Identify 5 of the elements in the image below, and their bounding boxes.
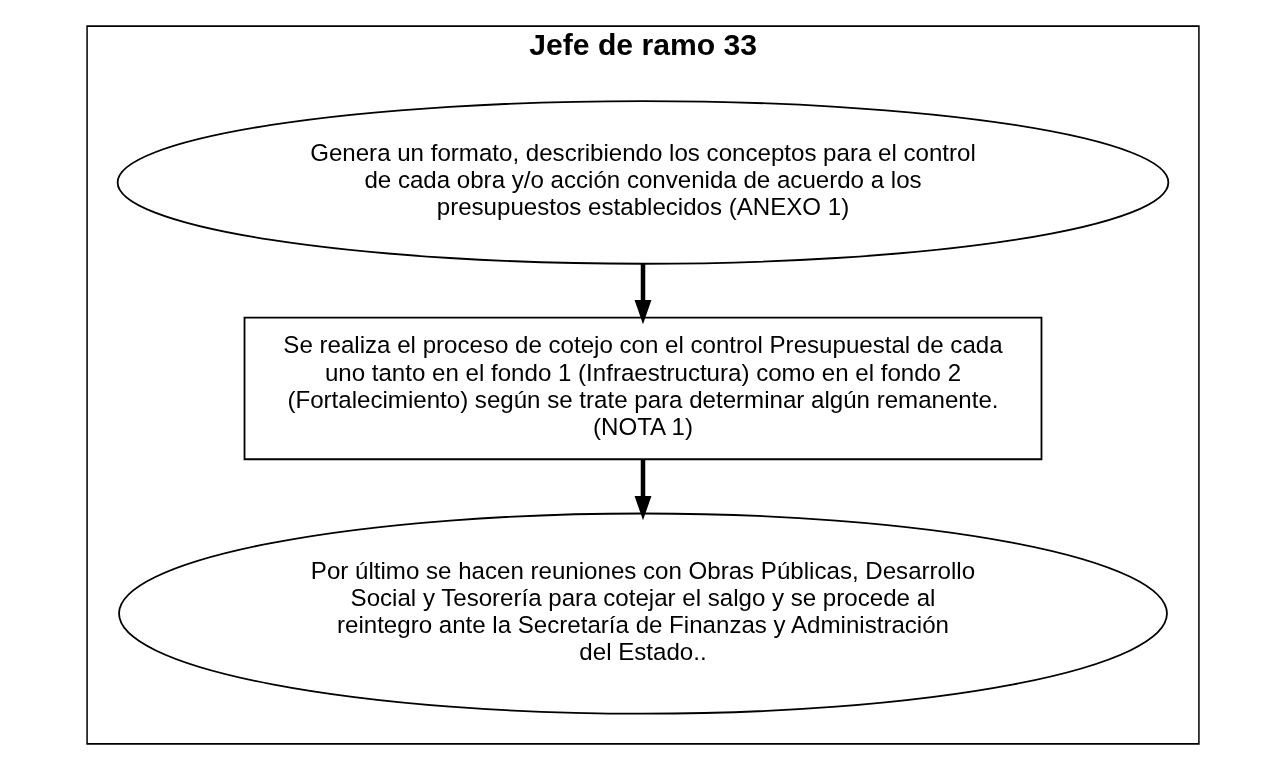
node-box: Se realiza el proceso de cotejo con el control Presupuestal de cada uno tanto en el fondo 1 (Infraestructura) como en el fondo 2 (Fortalecimiento) según se trate para determinar algún remanente. (NOTA 1)	[243, 316, 1043, 461]
arrow	[634, 263, 652, 325]
node-ellipse: Por último se hacen reuniones con Obras Públicas, Desarrollo Social y Tesorería para cotejar el salgo y se procede al reintegro ante la Secretaría de Finanzas y Administración del Estado..	[118, 512, 1168, 715]
node-ellipse: Genera un formato, describiendo los conceptos para el control de cada obra y/o acción convenida de acuerdo a los presupuestos establecidos (ANEXO 1)	[116, 100, 1170, 265]
arrow	[634, 459, 652, 521]
